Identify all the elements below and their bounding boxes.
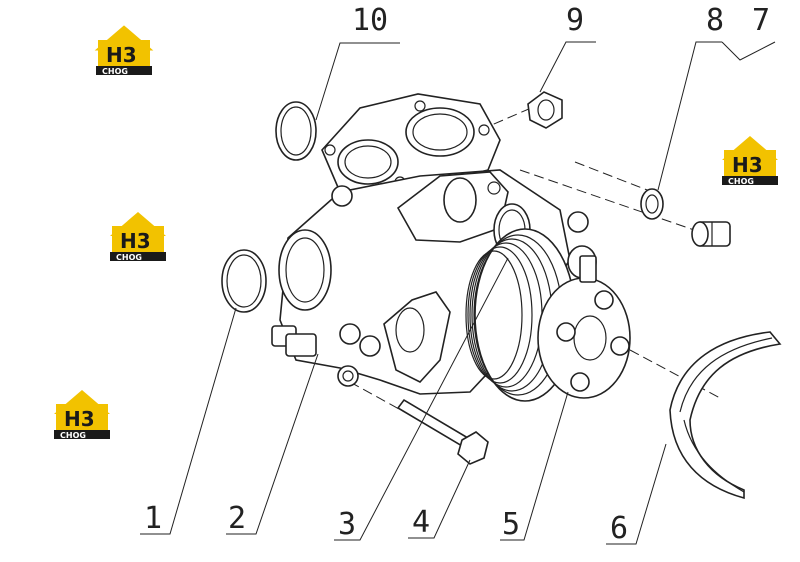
logo-watermark: H3 CHOG: [722, 136, 778, 186]
part-1-o-ring: [221, 249, 267, 313]
axis-line: [479, 101, 546, 131]
logo-mark: H3: [120, 229, 151, 253]
axis-line: [519, 169, 701, 233]
logo-watermark: H3 CHOG: [94, 25, 154, 76]
logo-watermark: H3 CHOG: [110, 212, 166, 262]
callout-6: 6: [610, 511, 628, 546]
logo-mark: H3: [732, 153, 763, 177]
part-8-washer: [640, 188, 664, 220]
part-5-pulley: [465, 228, 631, 402]
callout-3: 3: [338, 507, 356, 542]
callout-1: 1: [144, 501, 162, 536]
axis-line: [629, 349, 721, 399]
logo-caption: CHOG: [728, 177, 754, 186]
part-7-plug: [691, 221, 731, 247]
logo-caption: CHOG: [116, 253, 142, 262]
callout-5: 5: [502, 507, 520, 542]
part-9-plug: [527, 91, 563, 129]
callout-4: 4: [412, 505, 430, 540]
axis-line: [574, 161, 661, 196]
callout-8: 8: [706, 3, 724, 38]
callout-10: 10: [352, 3, 388, 38]
part-10-o-ring: [275, 101, 317, 161]
logo-caption: CHOG: [102, 67, 128, 76]
callout-2: 2: [228, 501, 246, 536]
leader-lines: [140, 41, 776, 545]
logo-caption: CHOG: [60, 431, 86, 440]
part-4-bolt: [396, 398, 489, 465]
part-6-drive-belt: [669, 331, 782, 500]
logo-mark: H3: [106, 43, 137, 67]
logo-mark: H3: [64, 407, 95, 431]
callout-9: 9: [566, 3, 584, 38]
callout-7: 7: [752, 3, 770, 38]
logo-watermark: H3 CHOG: [54, 390, 110, 440]
